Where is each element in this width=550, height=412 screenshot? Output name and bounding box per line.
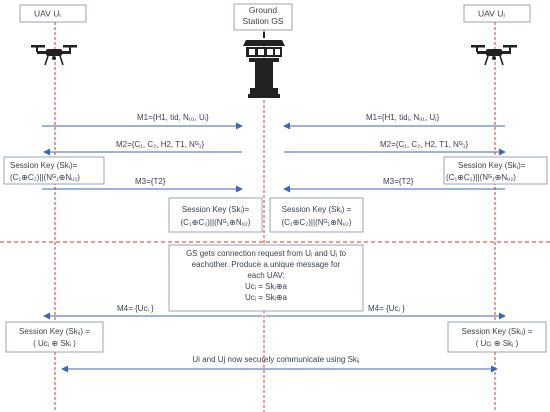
secure-communication-label: Ui and Uj now securely communicate using… [192, 355, 359, 364]
session-key-box-gs-right-line2: (C₁⊕C₂)||(Nᴳ₁⊕Nᵤ₂) [282, 218, 352, 227]
participant-uav-left-label: UAV Uᵢ [34, 9, 61, 19]
participant-gs-label-line1: Ground [249, 5, 278, 15]
gs-note-line4: Ucᵢ = Skⱼ⊕a [245, 282, 288, 291]
drone-icon [31, 45, 77, 66]
participant-gs-label-line2: Station GS [242, 16, 283, 26]
session-key-ij-box-right-line2: ( Ucᵢ ⊕ Skⱼ ) [476, 339, 519, 348]
session-key-ij-box-right-line1: Session Key (Skᵢⱼ) = [462, 327, 533, 336]
session-key-box-uav-left-line2: (C₁⊕C₂)||(Nᴳ₁⊕Nᵤ₂) [10, 173, 80, 182]
session-key-box-uav-right-line2: (C₁⊕C₂)||(Nᴳ₁⊕Nᵤ₂) [446, 173, 516, 182]
m3-right-label: M3={T2} [383, 177, 414, 186]
gs-note-line1: GS gets connection request from Uᵢ and U… [186, 249, 347, 258]
session-key-ij-box-left-line1: Session Key (Skᵢⱼ) = [19, 327, 90, 336]
control-tower-icon [243, 32, 285, 98]
session-key-box-uav-left [3, 156, 105, 185]
m3-left-label: M3={T2} [135, 177, 166, 186]
gs-note-line5: Ucⱼ = Skᵢ⊕a [245, 293, 288, 302]
drone-icon [471, 45, 517, 66]
m2-left-label: M2={C₁, C₂, H2, T1, Nᴳ₁} [116, 140, 204, 149]
session-key-ij-box-left-line2: ( Ucⱼ ⊕ Skᵢ ) [33, 339, 76, 348]
gs-note-line2: eachother. Produce a unique message for [192, 260, 341, 269]
participant-uav-right [463, 4, 531, 23]
session-key-ij-box-right [447, 321, 547, 353]
m2-right-label: M2={C₁, C₂, H2, T1, Nᴳ₁} [380, 140, 468, 149]
session-key-box-gs-left-line1: Session Key (Skᵢ)= [182, 205, 250, 214]
gs-note-line3: each UAV: [247, 271, 284, 280]
session-key-box-gs-right [269, 197, 364, 233]
participant-ground-station [233, 3, 293, 31]
m4-left-label: M4= {Ucᵢ } [117, 304, 154, 313]
m4-right-label: M4= {Ucⱼ } [368, 304, 405, 313]
m1-right-label: M1={H1, tidⱼ, Nᵤ₁, Uⱼ} [366, 113, 440, 122]
session-key-box-uav-right [443, 156, 548, 185]
m1-left-label: M1={H1, tid, Nᵤ₁, Uᵢ} [137, 113, 209, 122]
session-key-box-gs-left [168, 197, 263, 233]
session-key-box-gs-right-line1: Session Key (Skⱼ) = [282, 205, 352, 214]
session-key-ij-box-left [5, 321, 104, 353]
session-key-box-gs-left-line2: (C₁⊕C₂)||(Nᴳ₁⊕Nᵤ₂) [181, 218, 251, 227]
participant-uav-left [19, 4, 87, 23]
session-key-box-uav-right-line1: Session Key (Skⱼ)= [458, 161, 526, 170]
session-key-box-uav-left-line1: Session Key (Skᵢ)= [10, 161, 78, 170]
participant-uav-right-label: UAV Uⱼ [478, 9, 505, 19]
gs-note-box [168, 244, 364, 312]
